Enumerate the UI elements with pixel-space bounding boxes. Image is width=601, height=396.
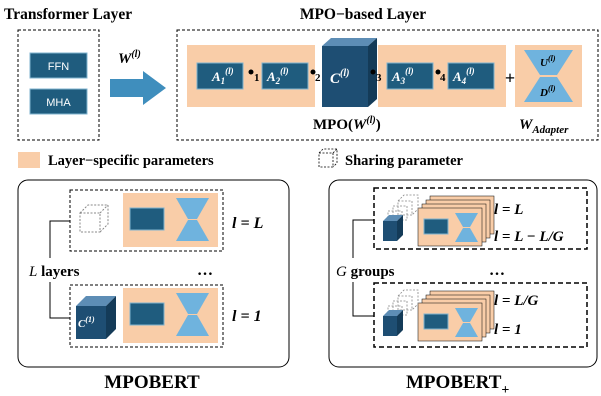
arrow-label-w: W(l) [118, 49, 141, 67]
tensor-a1-label: A1(l) [211, 66, 234, 86]
group2-shared-cubes [383, 289, 419, 336]
bond-label-4: 4 [440, 72, 446, 84]
shared-cube-icon [76, 296, 116, 339]
bond-label-2: 2 [315, 72, 321, 84]
group1-top-label: l = L [494, 202, 523, 218]
group1-shared-cubes [383, 194, 419, 241]
bond-dot-4 [435, 69, 441, 75]
central-tensor-label: C(l) [330, 68, 349, 87]
tensor-a3 [386, 62, 434, 90]
transformer-layer-title: Transformer Layer [4, 6, 132, 23]
bond-dot-2 [310, 69, 316, 75]
mpobert-top-label: l = L [232, 215, 264, 232]
mpobert-dots: … [197, 262, 213, 279]
mpobert-plus-caption: MPOBERT+ [406, 372, 509, 396]
adapter-d-label: D(l) [539, 84, 556, 99]
bond-label-3: 3 [376, 72, 382, 84]
group1-box [373, 187, 588, 250]
group2-hourglass-down [455, 323, 478, 337]
mpobert-caption: MPOBERT [104, 372, 200, 393]
group2-box [373, 282, 588, 348]
tensor-a2 [261, 62, 309, 90]
mpobert-bottom-label: l = 1 [232, 308, 262, 325]
tensor-a2-label: A2(l) [266, 66, 289, 86]
mpobert-bottom-block [129, 302, 165, 326]
mpobert-bottom-hourglass-down [176, 315, 209, 336]
group1-bottom-label: l = L − L/G [494, 229, 564, 245]
mpobert-plus-bracket-bottom [352, 282, 374, 317]
mha-label: MHA [46, 97, 71, 109]
mpobert-plus-dots: … [489, 262, 505, 279]
group2-block [423, 313, 449, 330]
transformer-layer-box [17, 29, 100, 141]
tensor-a1 [196, 62, 244, 90]
mpobert-plus-side-label: G groups [336, 264, 395, 280]
group1-hourglass-down [455, 228, 478, 242]
legend-sharing-label: Sharing parameter [345, 153, 464, 169]
adapter-caption: WAdapter [519, 117, 569, 136]
ffn-label: FFN [48, 61, 69, 73]
mpobert-bracket-top [49, 220, 70, 258]
mpobert-panel [17, 179, 290, 368]
group2-top-label: l = L/G [494, 293, 539, 309]
group2-hourglass-up [455, 308, 478, 322]
mpobert-cube-label: C(1) [78, 315, 95, 330]
tensor-a4 [447, 62, 495, 90]
adapter-down-trapezoid [524, 77, 573, 102]
group2-bottom-label: l = 1 [494, 322, 522, 338]
legend-layer-specific-label: Layer−specific parameters [48, 153, 214, 169]
mpobert-bracket-bottom [49, 282, 70, 319]
legend-sharing-icon [318, 148, 338, 168]
bond-label-1: 1 [254, 72, 260, 84]
group1-block [423, 218, 449, 235]
legend-layer-specific-swatch [18, 152, 40, 168]
adapter-up-trapezoid [524, 50, 573, 75]
plus-sign: + [505, 68, 515, 88]
tensor-a3-label: A3(l) [391, 66, 414, 86]
mpobert-plus-bracket-top [352, 219, 374, 258]
mpobert-layer-bottom [69, 284, 224, 348]
mpobert-top-hourglass-up [176, 198, 209, 219]
ffn-block [29, 52, 88, 79]
transform-arrow [110, 71, 166, 105]
mpo-layer-title: MPO−based Layer [300, 6, 426, 23]
mpo-layer-box [176, 29, 599, 141]
mpobert-bottom-hourglass-up [176, 293, 209, 314]
central-tensor-cube [322, 38, 377, 107]
group1-hourglass-up [455, 213, 478, 227]
mpobert-side-label: L layers [28, 264, 80, 280]
mpobert-top-hourglass-down [176, 220, 209, 241]
bond-dot-1 [248, 69, 254, 75]
adapter-u-label: U(l) [540, 54, 556, 69]
mha-block [29, 88, 88, 115]
tensor-a4-label: A4(l) [452, 66, 475, 86]
mpobert-plus-panel [328, 179, 598, 368]
mpobert-top-block [129, 207, 165, 231]
mpo-caption: MPO(W(l)) [313, 115, 381, 133]
bond-dot-3 [370, 69, 376, 75]
shared-cube-outline-icon [79, 204, 109, 233]
